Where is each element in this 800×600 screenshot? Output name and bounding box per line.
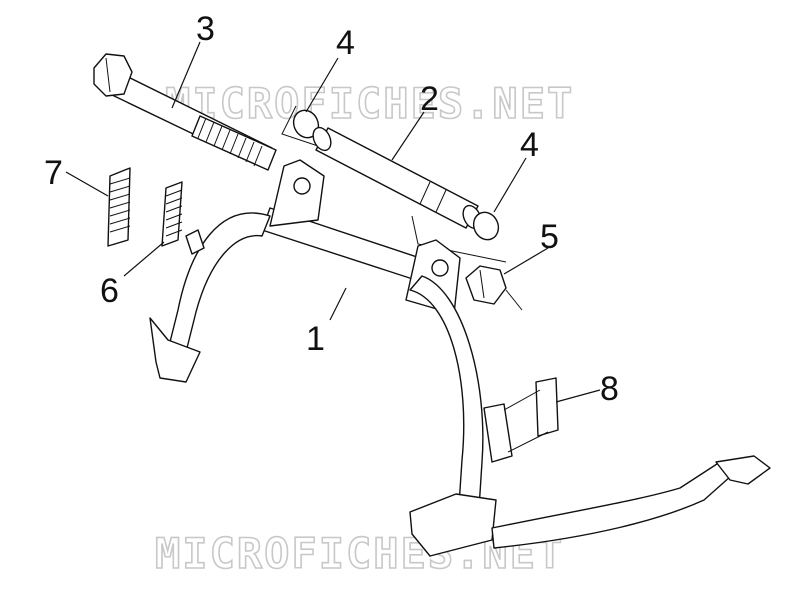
leader-lines: [65, 41, 601, 403]
callout-1: 1: [306, 320, 325, 358]
leader-4-upper: [305, 57, 339, 113]
leader-1: [329, 287, 347, 321]
o-ring-part-4-lower: [411, 211, 507, 263]
callout-4-upper: 4: [336, 24, 355, 62]
leader-6: [123, 241, 165, 277]
callout-7: 7: [44, 154, 63, 192]
spring-part-7: [107, 167, 131, 247]
center-stand-part-1: [149, 159, 771, 557]
pin-part-6: [185, 229, 205, 255]
stopper-part-8: [483, 377, 559, 463]
callout-3: 3: [196, 10, 215, 48]
leader-7: [65, 171, 109, 197]
leader-5: [503, 247, 549, 275]
callout-2: 2: [420, 80, 439, 118]
leader-4-lower: [493, 157, 527, 213]
callout-5: 5: [540, 218, 559, 256]
callout-8: 8: [600, 370, 619, 408]
leader-8: [555, 389, 601, 403]
spacer-tube-part-2: [312, 126, 482, 230]
nut-part-5: [465, 265, 523, 311]
leader-3: [171, 41, 201, 109]
spring-part-6: [161, 181, 183, 247]
leader-2: [391, 111, 425, 161]
callout-4-lower: 4: [520, 126, 539, 164]
bolt-part-3: [93, 53, 277, 171]
watermark-top: MICROFICHES.NET: [165, 79, 574, 128]
o-ring-part-4-upper: [281, 105, 331, 151]
callout-6: 6: [100, 272, 119, 310]
